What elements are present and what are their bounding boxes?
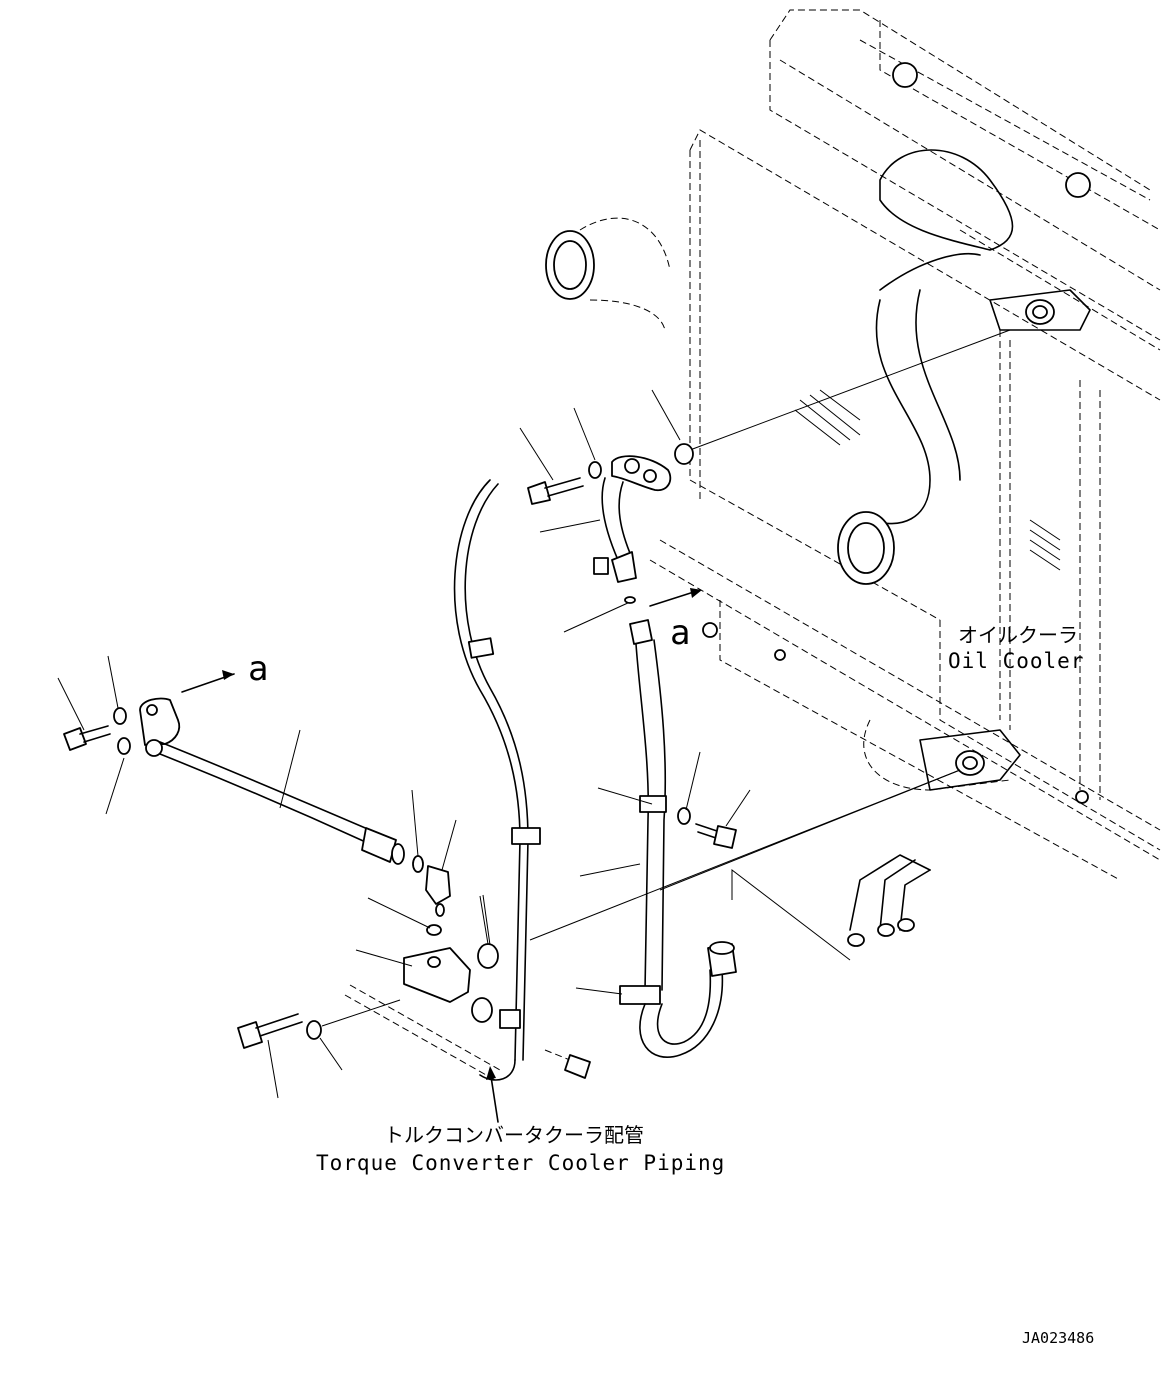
view-arrow-head (690, 588, 702, 598)
long-pipe (57, 655, 405, 865)
pipe-clamp (511, 827, 541, 845)
leader-lines (482, 329, 1011, 961)
hose-clamp (639, 795, 667, 813)
view-marker-right: a (670, 613, 690, 653)
piping-label-jp: トルクコンバータクーラ配管 (384, 1123, 644, 1147)
drawing-code: JA023486 (1022, 1329, 1094, 1347)
elbow-tube (519, 407, 694, 633)
piping-label-en: Torque Converter Cooler Piping (316, 1151, 725, 1175)
view-marker-left: a (248, 649, 268, 689)
pipe-clamp (467, 637, 495, 659)
hose-clamp (619, 985, 661, 1005)
connector-block (237, 789, 499, 1123)
oil-cooler-label-jp: オイルクーラ (958, 623, 1078, 647)
oil-cooler-label-en: Oil Cooler (948, 649, 1084, 673)
rubber-hose (575, 619, 751, 1058)
thin-pipe (344, 479, 591, 1081)
pipe-clamp (499, 1009, 521, 1029)
radiator-assembly (545, 9, 1161, 947)
